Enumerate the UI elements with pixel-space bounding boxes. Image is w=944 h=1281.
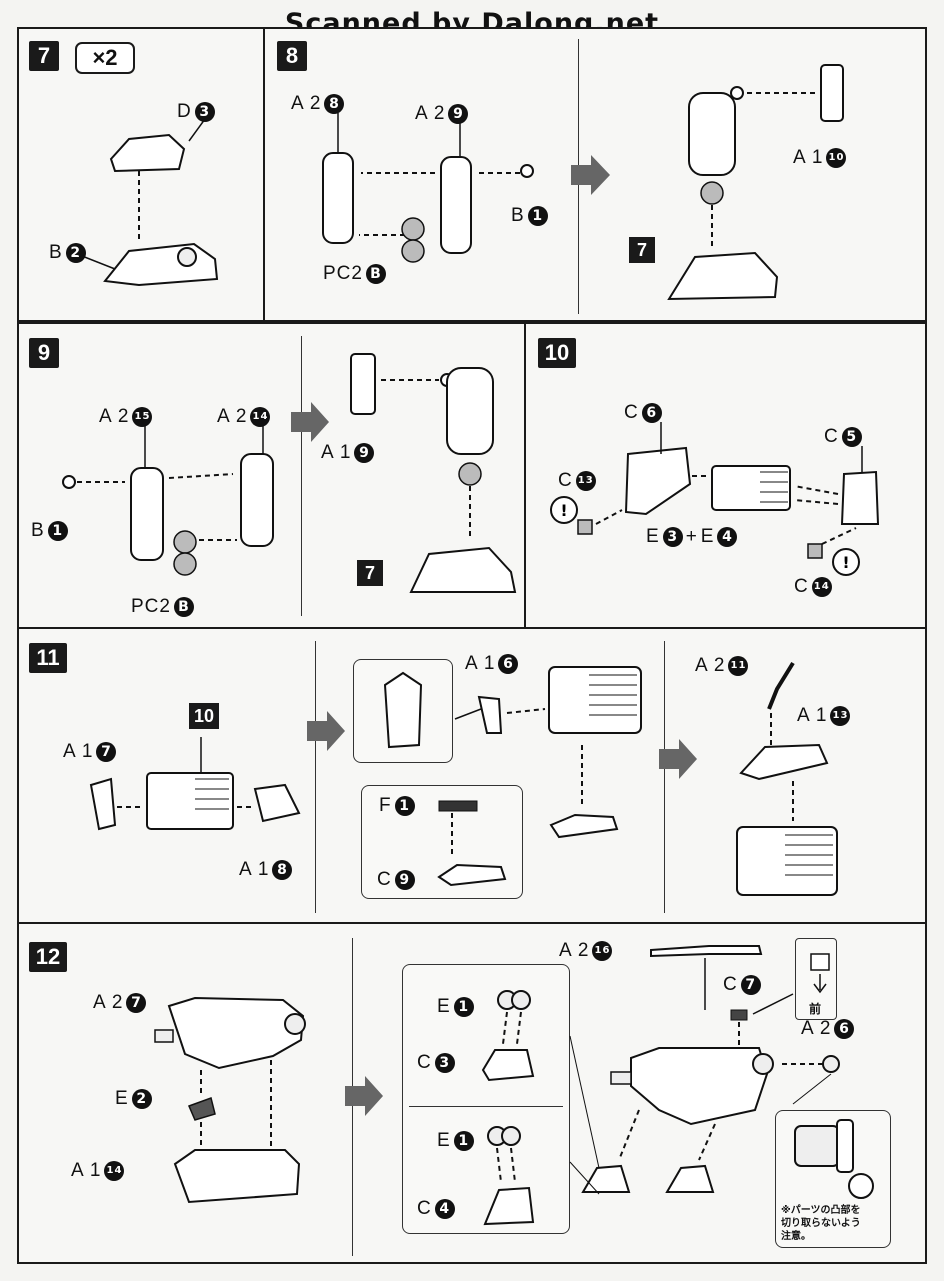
front-direction-label: 前	[809, 1002, 822, 1016]
reference-step-badge: 10	[189, 703, 219, 729]
svg-text:!: !	[560, 501, 567, 520]
step-number: 8	[277, 41, 307, 71]
part-illustration	[76, 118, 219, 287]
step-number: 9	[29, 338, 59, 368]
step-number: 11	[29, 643, 67, 673]
part-illustration	[62, 353, 517, 593]
step-number: 12	[29, 942, 67, 972]
caution-note: ※パーツの凸部を 切り取らないよう 注意。	[781, 1205, 861, 1242]
inset-divider	[409, 1106, 563, 1107]
panel-divider	[664, 641, 665, 913]
quantity-badge: ×2	[75, 42, 135, 74]
front-direction-box	[795, 938, 837, 1020]
panel-divider	[301, 336, 302, 616]
svg-text:!: !	[842, 553, 849, 572]
step-number: 10	[538, 338, 576, 368]
part-illustration	[154, 945, 874, 1226]
part-illustration	[322, 64, 844, 301]
part-illustration	[89, 661, 838, 896]
detail-inset	[402, 964, 570, 1234]
step-number: 7	[29, 41, 59, 71]
panel-divider	[315, 641, 316, 913]
reference-step-badge: 7	[629, 237, 655, 263]
reference-step-badge: 7	[357, 560, 383, 586]
part-illustration: ! !	[550, 422, 880, 576]
